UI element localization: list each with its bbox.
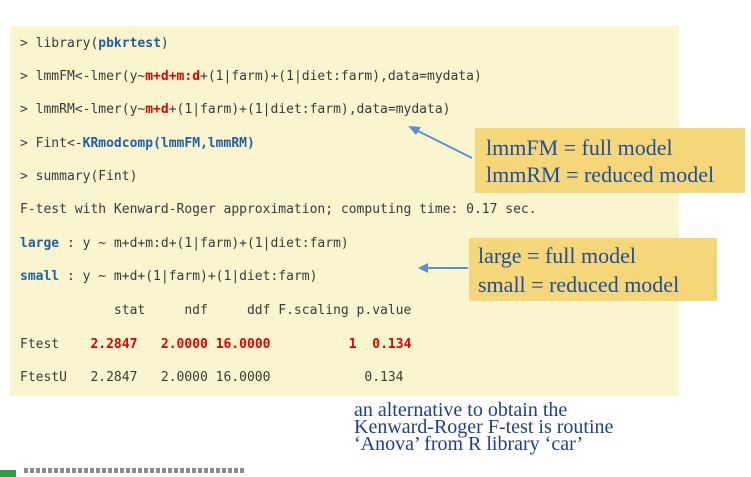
note-line: Kenward-Roger F-test is routine <box>354 416 614 438</box>
package-name: pbkrtest <box>98 36 161 51</box>
small-label: small <box>20 269 60 284</box>
prompt: > <box>20 102 36 117</box>
alternative-note: an alternative to obtain the Kenward-Rog… <box>354 399 614 455</box>
arrow-to-reduced-model-icon <box>408 126 473 159</box>
code-text: +(1|farm)+(1|diet:farm),data=mydata) <box>168 102 451 117</box>
code-text: ) <box>160 36 169 51</box>
callout-line: lmmFM = full model <box>486 135 673 160</box>
fixed-effects-full: m+d+m:d <box>145 69 201 84</box>
prompt: > <box>20 36 36 51</box>
code-text: +(1|farm)+(1|diet:farm),data=mydata) <box>200 69 482 84</box>
callout-large-small: large = full model small = reduced model <box>469 238 717 301</box>
large-label: large <box>20 236 60 251</box>
callout-line: large = full model <box>478 243 637 268</box>
table-row-ftestu: FtestU 2.2847 2.0000 16.0000 0.134 <box>20 370 404 385</box>
table-row-ftest: Ftest 2.2847 2.0000 16.0000 1 0.134 <box>20 337 411 352</box>
r-console-output: > library(pbkrtest) > lmmFM<-lmer(y~m+d+… <box>10 26 679 396</box>
arrow-to-small-model-icon <box>418 263 468 273</box>
code-line-summary: > summary(Fint) <box>20 169 137 184</box>
callout-line: small = reduced model <box>478 272 680 297</box>
ftest-scaling: 1 <box>348 337 357 352</box>
code-text: summary(Fint) <box>35 169 138 184</box>
footer-logo-bar <box>0 470 16 477</box>
row-name: Ftest <box>20 337 75 352</box>
prompt: > <box>20 69 36 84</box>
fixed-effects-reduced: m+d <box>145 102 169 117</box>
callout-line: lmmRM = reduced model <box>486 162 715 187</box>
code-line-full-model: > lmmFM<-lmer(y~m+d+m:d+(1|farm)+(1|diet… <box>20 69 482 84</box>
code-text: library( <box>35 36 99 51</box>
output-title: F-test with Kenward-Roger approximation;… <box>20 202 537 217</box>
model-formula: : y ~ m+d+(1|farm)+(1|diet:farm) <box>59 269 318 284</box>
code-text: Fint<- <box>35 136 83 151</box>
callout-lmm-models: lmmFM = full model lmmRM = reduced model <box>475 128 745 193</box>
function-call: KRmodcomp(lmmFM,lmmRM) <box>82 136 255 151</box>
ftest-ddf: 16.0000 <box>215 337 271 352</box>
output-large-model: large : y ~ m+d+m:d+(1|farm)+(1|diet:far… <box>20 236 349 251</box>
ftest-stat: 2.2847 <box>90 337 138 352</box>
note-line: an alternative to obtain the <box>354 399 568 421</box>
code-text: lmmRM<-lmer(y~ <box>35 102 146 117</box>
model-formula: : y ~ m+d+m:d+(1|farm)+(1|diet:farm) <box>59 236 349 251</box>
code-line-reduced-model: > lmmRM<-lmer(y~m+d+(1|farm)+(1|diet:far… <box>20 102 450 117</box>
ftest-ndf: 2.0000 <box>160 337 208 352</box>
prompt: > <box>20 169 36 184</box>
code-text: lmmFM<-lmer(y~ <box>35 69 146 84</box>
output-small-model: small : y ~ m+d+(1|farm)+(1|diet:farm) <box>20 269 317 284</box>
footer-text-cropped <box>24 468 244 473</box>
note-line: ‘Anova’ from R library ‘car’ <box>354 433 584 455</box>
table-header: stat ndf ddf F.scaling p.value <box>20 303 412 318</box>
ftest-pvalue: 0.134 <box>372 337 412 352</box>
code-line-krmodcomp: > Fint<-KRmodcomp(lmmFM,lmmRM) <box>20 136 255 151</box>
code-line-library: > library(pbkrtest) <box>20 36 169 51</box>
prompt: > <box>20 136 36 151</box>
